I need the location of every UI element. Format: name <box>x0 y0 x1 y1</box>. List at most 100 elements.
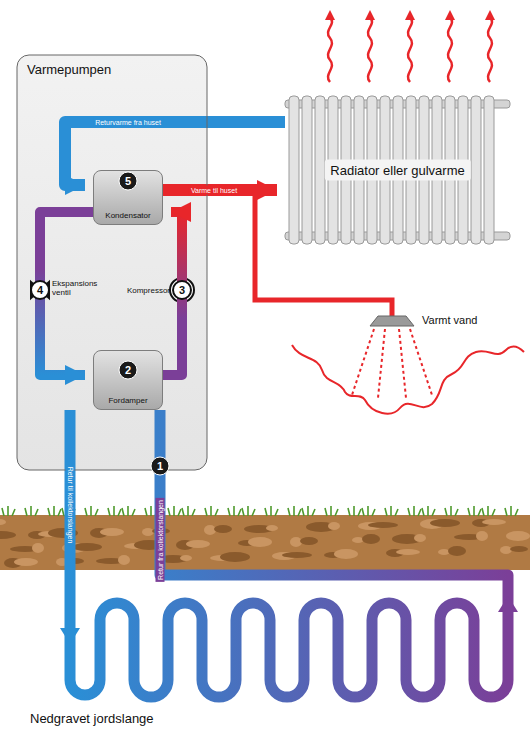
heat-wave <box>368 18 372 82</box>
soil-spot <box>362 534 380 544</box>
soil-spot <box>142 528 154 536</box>
radiator-fin <box>471 96 481 244</box>
heat-wave-head <box>405 10 415 20</box>
flow-arrow <box>498 596 518 612</box>
grass-tuft <box>408 506 421 516</box>
soil-spot <box>328 522 340 530</box>
soil-spot <box>290 537 302 547</box>
soil-spot <box>0 531 16 539</box>
component-label: Ekspansions ventil <box>52 280 108 298</box>
soil-spot <box>430 519 460 527</box>
grass-tuft <box>2 506 15 516</box>
radiator-box: Radiator eller gulvarme <box>285 95 510 245</box>
radiator-label: Radiator eller gulvarme <box>324 160 470 181</box>
heat-wave-head <box>325 10 335 20</box>
grass-tuft <box>48 506 61 516</box>
grass-tuft <box>205 506 218 516</box>
radiator-fin <box>302 96 312 244</box>
housing-outline <box>17 55 207 470</box>
soil-spot <box>14 558 38 566</box>
grass-tuft <box>325 506 338 516</box>
soil-spot <box>180 555 192 561</box>
heat-wave <box>448 18 452 82</box>
component-label: Kondensator <box>94 211 162 220</box>
hot-water-pipe <box>255 190 392 316</box>
compressor-symbol <box>170 278 194 302</box>
pipe-label: Returvarme fra huset <box>93 118 163 127</box>
grass-tuft <box>362 506 375 516</box>
heat-wave-head <box>485 10 495 20</box>
soil-texture <box>0 519 530 568</box>
grass-tuft <box>168 506 181 516</box>
grass <box>2 506 518 516</box>
soil-spot <box>204 525 216 535</box>
grass-tuft <box>482 506 495 516</box>
housing-title: Varmepumpen <box>27 62 111 77</box>
grass-tuft <box>182 506 195 516</box>
soil-spot <box>118 555 130 565</box>
grass-tuft <box>122 506 135 516</box>
grass-tuft <box>302 506 315 516</box>
heat-waves <box>325 10 495 82</box>
grass-tuft <box>108 506 121 516</box>
soil-spot <box>72 543 102 551</box>
soil-spot <box>368 522 398 528</box>
component-label: Kompressor <box>127 287 170 296</box>
callout-number: 1 <box>151 457 170 476</box>
caption-label: Nedgravet jordslange <box>30 712 154 726</box>
soil-band <box>0 515 530 570</box>
soil-spot <box>500 546 512 554</box>
heat-wave-head <box>445 10 455 20</box>
heat-wave <box>328 18 332 82</box>
component-label: Fordamper <box>94 396 162 405</box>
grass-tuft <box>385 506 398 516</box>
soil-spot <box>266 525 278 531</box>
soil-spot <box>214 525 232 533</box>
radiator-fin <box>484 96 494 244</box>
shower-head <box>370 316 414 326</box>
soil-spot <box>448 546 466 556</box>
pipe-label: Retur til kollektorslangen <box>66 465 75 546</box>
soil-spot <box>476 531 488 541</box>
grass-tuft <box>422 506 435 516</box>
heat-wave-head <box>365 10 375 20</box>
pipe-label: Varme til huset <box>189 186 239 195</box>
grass-tuft <box>25 506 38 516</box>
soil-spot <box>32 543 44 553</box>
evaporator-box: Fordamper <box>93 350 163 410</box>
radiator-fin <box>289 96 299 244</box>
ground-loop <box>70 410 508 697</box>
water-streams <box>352 329 432 398</box>
soil-spot <box>282 552 312 558</box>
soil-spot <box>482 519 506 525</box>
grass-tuft <box>265 506 278 516</box>
heat-wave <box>488 18 492 82</box>
radiator-fins <box>285 96 510 244</box>
pipe-label: Retur fra kollektorslangen <box>156 498 165 582</box>
grass-tuft <box>242 506 255 516</box>
grass-tuft <box>468 506 481 516</box>
flow-arrow <box>60 628 80 644</box>
callout-number: 3 <box>172 280 192 300</box>
soil-spot <box>0 519 6 525</box>
callout-number: 4 <box>30 280 50 300</box>
soil-spot <box>100 528 124 536</box>
soil-spot <box>334 549 358 559</box>
grass-tuft <box>228 506 241 516</box>
callout-number: 5 <box>119 172 138 191</box>
soil-spot <box>506 531 530 541</box>
callout-number: 2 <box>119 361 138 380</box>
steam-cloud <box>292 345 524 414</box>
pipe-connector <box>163 184 277 196</box>
outlet-label: Varmt vand <box>422 314 477 326</box>
grass-tuft <box>288 506 301 516</box>
heat-wave <box>408 18 412 82</box>
soil-spot <box>220 552 250 562</box>
grass-tuft <box>348 506 361 516</box>
grass-tuft <box>505 506 518 516</box>
soil-spot <box>248 537 272 547</box>
